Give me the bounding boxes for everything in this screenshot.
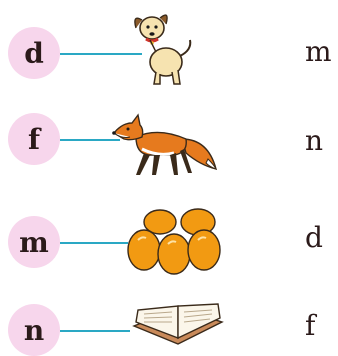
fox-icon[interactable] [108,109,220,179]
notebook-icon[interactable] [128,300,228,356]
match-row: d m [0,14,338,88]
connector-line [60,53,142,55]
letter-label: m [19,225,49,259]
answer-letter[interactable]: n [305,124,324,157]
letter-badge[interactable]: n [8,304,60,356]
letter-badge[interactable]: d [8,27,60,79]
mangoes-icon[interactable] [124,202,228,280]
match-row: f n [0,103,338,175]
answer-letter[interactable]: m [305,35,332,68]
match-row: m d [0,196,338,275]
letter-label: d [24,36,44,70]
letter-badge[interactable]: f [8,113,60,165]
match-row: n f [0,286,338,356]
dog-icon[interactable] [124,6,196,88]
answer-letter[interactable]: d [305,221,323,254]
letter-label: f [27,122,41,156]
connector-line [60,242,128,244]
connector-line [60,139,120,141]
letter-badge[interactable]: m [8,216,60,268]
connector-line [60,330,130,332]
letter-label: n [23,313,45,347]
answer-letter[interactable]: f [305,309,316,342]
